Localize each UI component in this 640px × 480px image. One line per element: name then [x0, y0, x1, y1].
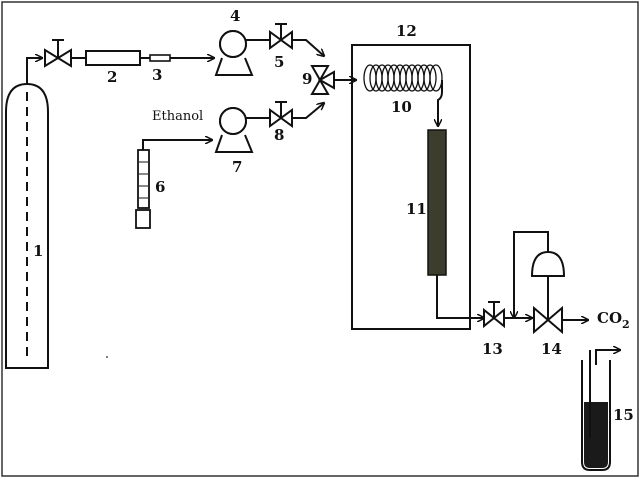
label-9: 9 [302, 70, 312, 88]
pipe-cylinder-to-valve [26, 58, 42, 84]
ethanol-feed: Ethanol [142, 109, 212, 186]
co2-cylinder: 1 [5, 82, 49, 369]
label-12: 12 [396, 22, 417, 40]
label-13: 13 [482, 340, 503, 358]
ethanol-pump: 7 [214, 107, 254, 176]
collection-tube: 15 [581, 350, 634, 471]
pipe-valve8-to-valve9 [292, 103, 324, 119]
label-8: 8 [274, 126, 284, 144]
valve-13: 13 [482, 301, 505, 358]
label-14: 14 [541, 340, 562, 358]
pipe-coil-to-column [438, 80, 443, 126]
three-way-valve: 9 [302, 65, 335, 95]
label-11: 11 [406, 200, 427, 218]
back-pressure-regulator: 14 [514, 231, 566, 358]
valve-8: 8 [269, 101, 293, 144]
label-3: 3 [152, 66, 162, 84]
label-7: 7 [232, 158, 242, 176]
label-6: 6 [155, 178, 165, 196]
pipe-valve5-to-valve9 [292, 39, 324, 56]
label-2: 2 [107, 68, 117, 86]
co2-pump: 4 [214, 7, 254, 76]
preheating-coil: 10 [363, 64, 443, 116]
oven: 12 [351, 22, 471, 330]
label-1: 1 [33, 242, 43, 260]
speck [106, 356, 108, 358]
valve-5: 5 [269, 23, 293, 71]
pipe-column-to-valve13 [436, 275, 484, 318]
co2-vent-label: CO2 [597, 309, 630, 331]
label-5: 5 [274, 53, 284, 71]
label-10: 10 [391, 98, 412, 116]
ethanol-reservoir: 6 [135, 149, 165, 229]
extraction-column: 11 [406, 129, 447, 276]
inlet-valve [44, 39, 72, 68]
ethanol-label: Ethanol [152, 109, 203, 124]
label-4: 4 [230, 7, 240, 25]
label-15: 15 [613, 406, 634, 424]
filter: 2 [85, 50, 141, 86]
check-valve: 3 [149, 54, 171, 84]
